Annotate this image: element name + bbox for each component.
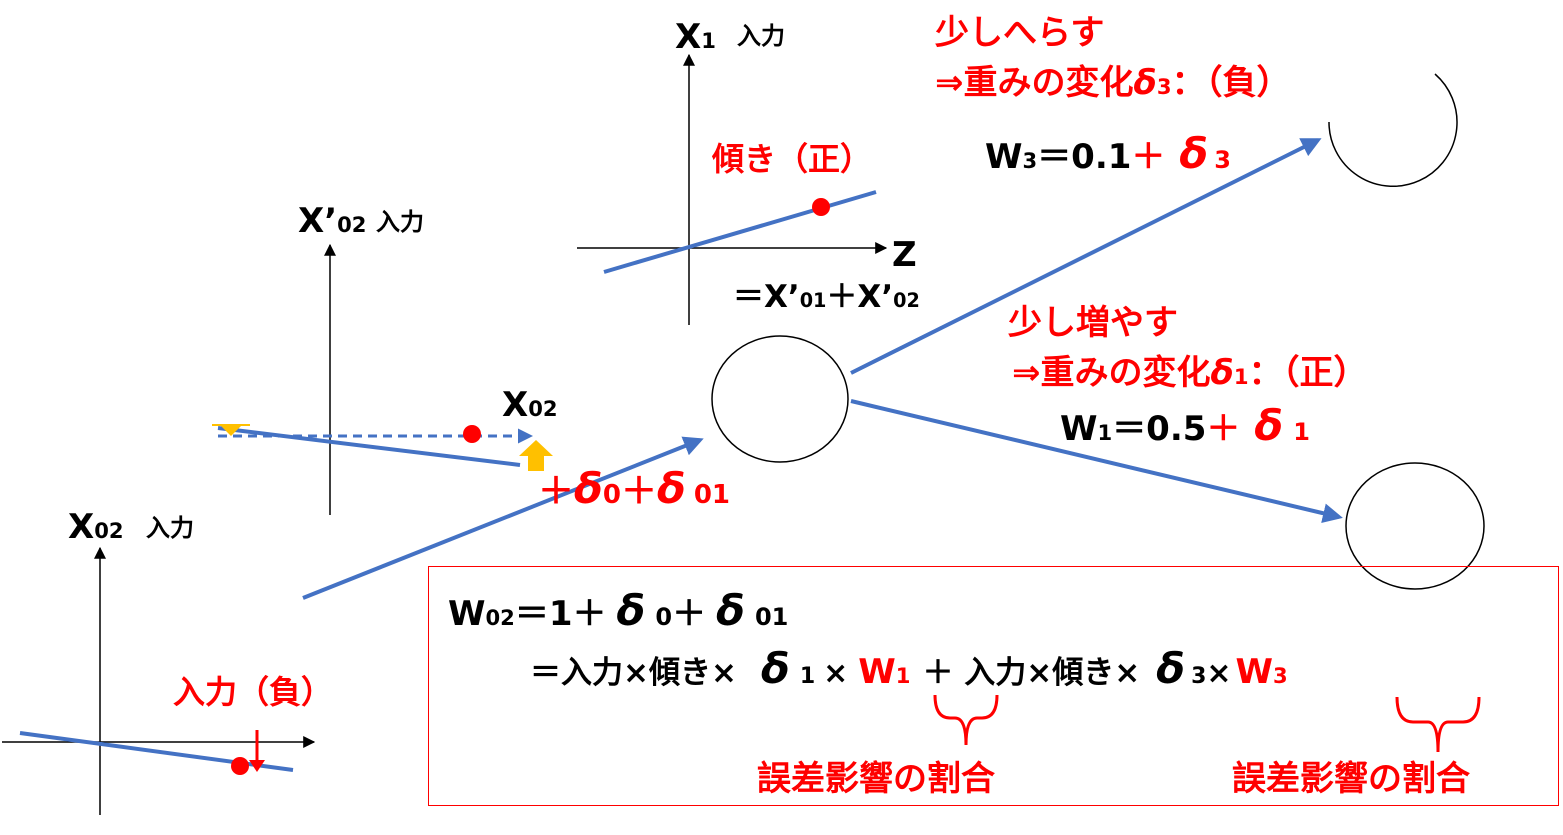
edge-hidden-to-top (850, 138, 1322, 375)
ratio-label-w3: 誤差影響の割合 (1232, 759, 1470, 799)
red-down-arrowhead (249, 760, 265, 772)
formula-box (428, 566, 1559, 806)
x1-axis-label: X1 (675, 17, 716, 57)
yellow-down-arrow-icon (212, 424, 250, 436)
yellow-up-arrow-icon (519, 440, 553, 471)
ratio-label-w1: 誤差影響の割合 (757, 759, 995, 799)
z-axis-label: Z (892, 235, 917, 275)
top-output-node (1328, 73, 1458, 187)
edge-hidden-to-bottom (850, 399, 1343, 524)
edge-input-to-hidden (302, 436, 704, 600)
mid-note-title: 少し増やす (1008, 303, 1178, 343)
xp02-axis-label: X’02 (298, 201, 367, 241)
bottom-output-node (1345, 462, 1485, 590)
x02-horizontal-axis-label: X02 (502, 385, 558, 425)
slope-positive-label: 傾き（正） (712, 140, 873, 178)
top-note-weight-change: ⇒重みの変化δ3：（負） (935, 63, 1291, 103)
z-equation: ＝X’01＋X’02 (733, 279, 920, 315)
w1-brace (933, 694, 999, 746)
x02-vertical-axis-label: X02 (68, 507, 124, 547)
slope-point (812, 198, 830, 216)
x1-input-label: 入力 (737, 22, 785, 50)
w3-brace (1395, 696, 1481, 753)
xp02-slope-line (217, 426, 521, 467)
xp02-point (463, 425, 481, 443)
hidden-node (711, 335, 849, 463)
positive-slope-line (603, 190, 877, 274)
xp02-input-label: 入力 (376, 208, 424, 236)
mid-note-weight-change: ⇒重みの変化δ1：（正） (1012, 353, 1368, 393)
top-note-title: 少しへらす (935, 13, 1105, 53)
negative-input-point (231, 757, 249, 775)
x02-input-label: 入力 (146, 514, 194, 542)
input-negative-label: 入力（負） (173, 673, 334, 711)
